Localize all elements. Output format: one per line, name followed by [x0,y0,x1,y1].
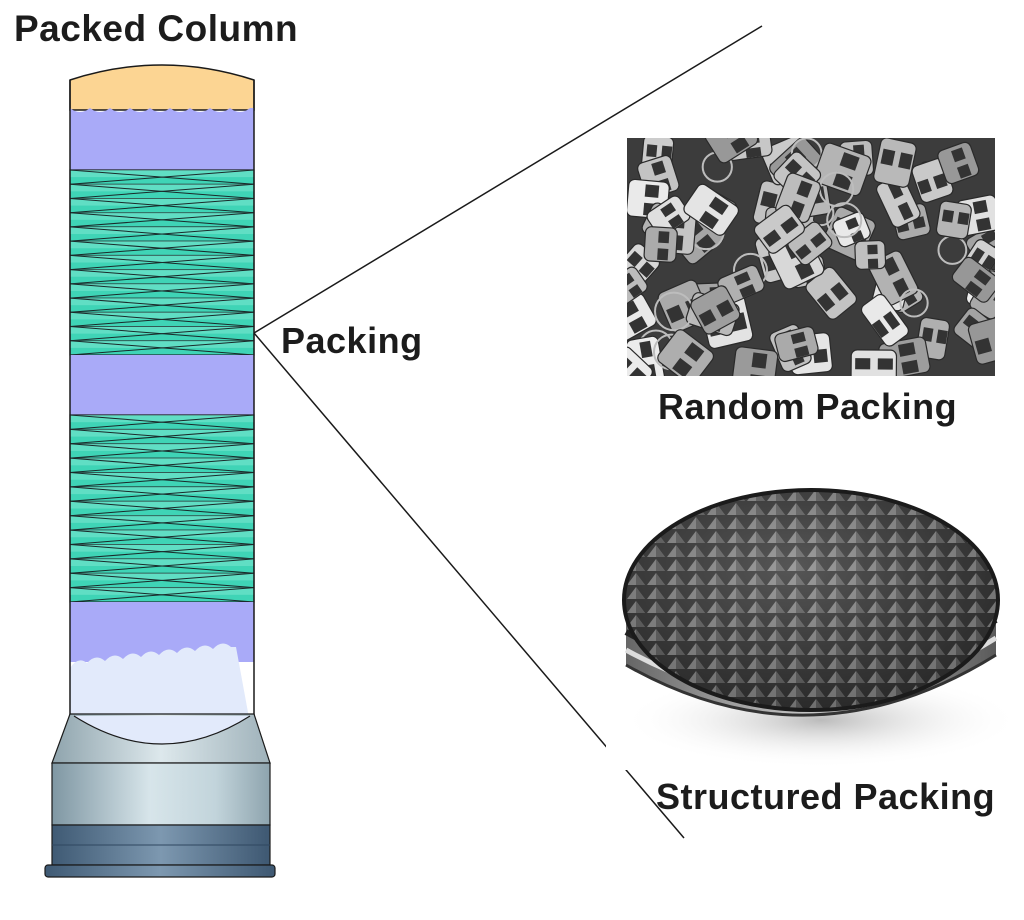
packing-callout-label: Packing [281,320,423,361]
structured-packing-label: Structured Packing [656,776,996,817]
column-base-foot [44,864,276,878]
lower-packing-bed [69,414,255,603]
diagram-title: Packed Column [14,8,299,49]
column-top-cap [69,64,255,111]
upper-vapor-space [70,112,254,170]
structured-packing-photo [606,460,1016,770]
middle-vapor-space [70,355,254,415]
random-packing-label: Random Packing [658,386,958,427]
random-packing-photo [627,138,995,376]
callout-line-upper [253,25,763,334]
column-base-body [51,762,271,826]
upper-packing-bed [69,169,255,356]
